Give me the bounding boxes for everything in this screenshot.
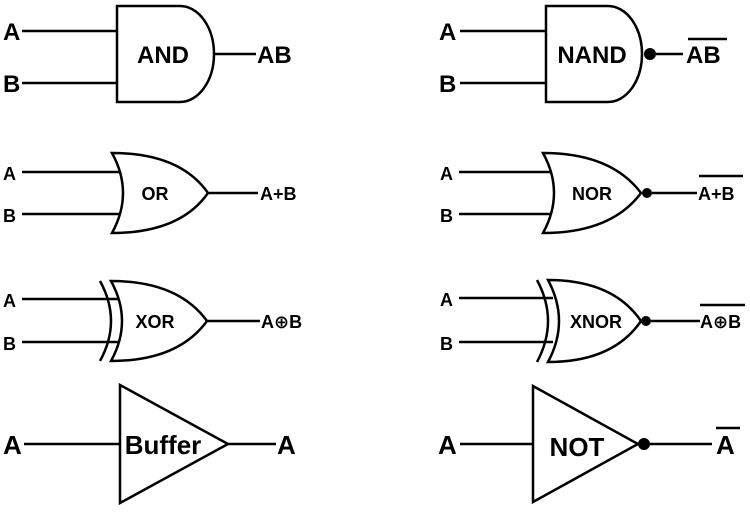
nor-gate-name: NOR: [572, 184, 612, 204]
nand-gate-name: NAND: [557, 42, 626, 69]
nor-input-b-label: B: [440, 206, 453, 226]
xor-input-b-label: B: [3, 334, 16, 354]
and-gate-name: AND: [137, 42, 189, 69]
nor-inversion-bubble: [642, 188, 652, 198]
nand-gate: A B NAND AB: [439, 4, 727, 104]
and-input-a-label: A: [3, 19, 20, 46]
or-gate: A B OR A+B: [3, 151, 297, 235]
xor-gate-name: XOR: [135, 312, 174, 332]
buffer-gate: A Buffer A: [3, 382, 296, 506]
buffer-input-label: A: [3, 430, 22, 460]
nand-inversion-bubble: [644, 48, 656, 60]
not-output-label: A: [716, 430, 735, 460]
and-gate: A B AND AB: [3, 4, 292, 104]
or-input-a-label: A: [3, 164, 16, 184]
nor-input-a-label: A: [440, 164, 453, 184]
xnor-output-label: A⊕B: [700, 312, 741, 332]
xor-output-label: A⊕B: [261, 312, 302, 332]
or-gate-name: OR: [142, 184, 169, 204]
not-input-label: A: [438, 430, 457, 460]
xnor-input-b-label: B: [440, 334, 453, 354]
xnor-gate-name: XNOR: [570, 312, 622, 332]
xor-gate-body: [108, 279, 209, 363]
not-gate-name: NOT: [550, 432, 605, 462]
xor-gate: A B XOR A⊕B: [3, 279, 302, 363]
xnor-gate: A B XNOR A⊕B: [440, 278, 745, 364]
nor-gate: A B NOR A+B: [440, 151, 743, 235]
nand-input-b-label: B: [439, 71, 456, 98]
nand-output-label: AB: [686, 42, 721, 69]
nand-input-a-label: A: [439, 19, 456, 46]
xor-input-a-label: A: [3, 291, 16, 311]
and-input-b-label: B: [3, 71, 20, 98]
not-gate: A NOT A: [438, 383, 740, 505]
or-gate-body: [109, 151, 210, 235]
xnor-extra-input-arc: [535, 279, 550, 363]
nand-gate-body: [544, 4, 644, 104]
nor-gate-body: [540, 151, 643, 235]
buffer-gate-body: [118, 382, 231, 506]
or-input-b-label: B: [3, 206, 16, 226]
xnor-input-a-label: A: [440, 290, 453, 310]
or-output-label: A+B: [260, 184, 297, 204]
xnor-inversion-bubble: [641, 316, 651, 326]
not-inversion-bubble: [638, 438, 650, 450]
and-gate-body: [115, 4, 216, 104]
xnor-gate-body: [545, 278, 643, 364]
xor-extra-input-arc: [98, 280, 113, 362]
and-output-label: AB: [257, 42, 292, 69]
nor-output-label: A+B: [698, 184, 735, 204]
not-gate-body: [531, 383, 641, 505]
buffer-gate-name: Buffer: [125, 430, 202, 460]
buffer-output-label: A: [277, 430, 296, 460]
